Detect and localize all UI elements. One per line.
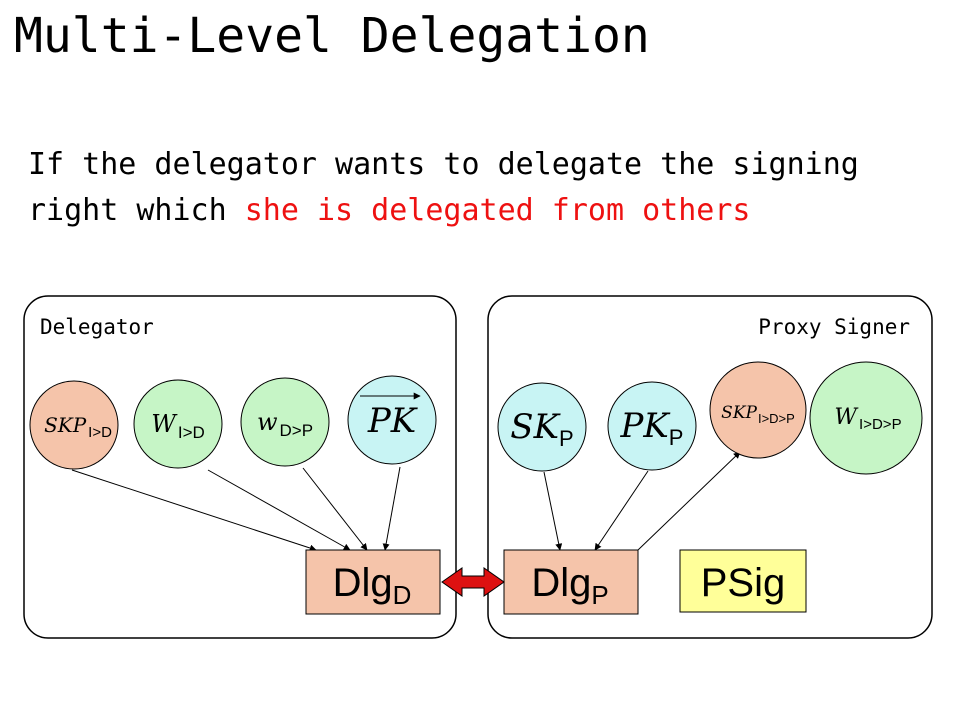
arrow-skp-to-dlgp <box>543 471 563 551</box>
svg-text:PKP: PKP <box>620 406 684 450</box>
svg-text:DlgP: DlgP <box>531 561 608 610</box>
node-sk-p: SKP <box>497 382 587 472</box>
svg-text:WI>D: WI>D <box>151 410 205 442</box>
svg-text:PSig: PSig <box>701 561 786 605</box>
subtitle-highlight: she is delegated from others <box>244 193 751 228</box>
svg-text:wD>P: wD>P <box>257 408 313 440</box>
box-dlg-p: DlgP <box>503 549 639 615</box>
svg-text:PK: PK <box>367 401 419 441</box>
node-skp-i-d-p: SKPI>D>P <box>709 361 807 459</box>
box-dlg-d: DlgD <box>305 549 441 615</box>
arrow-dlgp-to-skp <box>637 451 741 551</box>
node-pk: PK <box>347 375 437 465</box>
arrow-pk-to-dlgd <box>382 466 401 551</box>
box-psig: PSig <box>679 549 807 613</box>
subtitle: If the delegator wants to delegate the s… <box>28 142 958 234</box>
subtitle-line-1: If the delegator wants to delegate the s… <box>28 147 859 182</box>
svg-text:SKPI>D: SKPI>D <box>44 413 112 441</box>
proxy-signer-label: Proxy Signer <box>758 315 910 339</box>
arrow-w-to-dlgd <box>207 469 351 551</box>
subtitle-line-2: right which she is delegated from others <box>28 188 958 234</box>
double-arrow-icon <box>441 567 505 597</box>
node-pk-p: PKP <box>607 381 697 471</box>
svg-text:WI>D>P: WI>D>P <box>834 405 901 433</box>
subtitle-prefix: right which <box>28 193 245 228</box>
svg-text:DlgD: DlgD <box>333 561 412 610</box>
arrow-wdp-to-dlgd <box>302 467 368 551</box>
arrow-skp-to-dlgd <box>71 469 317 552</box>
delegator-label: Delegator <box>40 315 154 339</box>
slide-title: Multi-Level Delegation <box>14 8 650 64</box>
connectors <box>71 451 741 552</box>
svg-text:SKPI>D>P: SKPI>D>P <box>721 403 795 426</box>
arrow-pkp-to-dlgp <box>594 470 649 551</box>
svg-text:SKP: SKP <box>510 407 573 451</box>
